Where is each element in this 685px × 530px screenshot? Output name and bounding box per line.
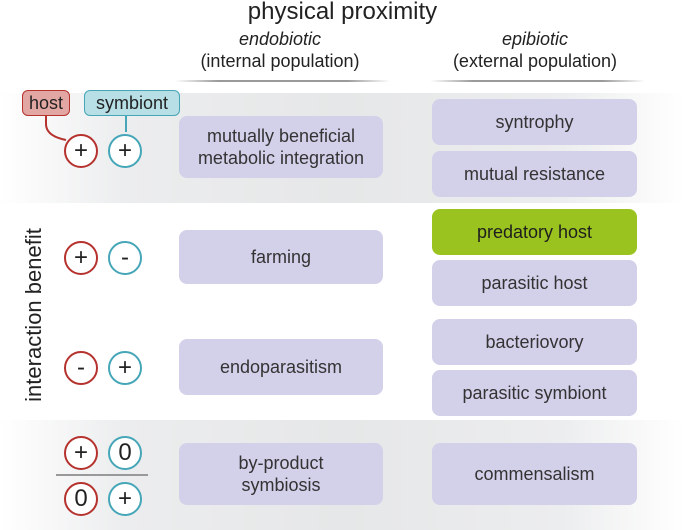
row1-symbiont-sign: + <box>108 134 142 168</box>
row4-top-symbiont-sign: 0 <box>108 436 142 470</box>
epi-box-label: mutual resistance <box>463 164 606 184</box>
epi-box-label: syntrophy <box>495 112 574 132</box>
endo-box-mutually-beneficial: mutually beneficial metabolic integratio… <box>179 116 383 178</box>
epibiotic-subtitle: (external population) <box>452 51 618 71</box>
host-legend-tag: host <box>22 90 70 116</box>
epibiotic-divider <box>430 80 645 82</box>
epi-box-label: commensalism <box>474 464 595 484</box>
epi-box-parasitic-host: parasitic host <box>432 260 637 306</box>
row2-host-sign: + <box>64 241 98 275</box>
epi-box-commensalism: commensalism <box>432 443 637 505</box>
symbiont-legend-tag: symbiont <box>84 90 180 116</box>
row4-bottom-host-sign: 0 <box>64 482 98 516</box>
epi-box-predatory-host: predatory host <box>432 209 637 255</box>
row4-bottom-symbiont-sign: + <box>108 482 142 516</box>
column-header-epibiotic: epibiotic (external population) <box>425 28 645 72</box>
epi-box-label: predatory host <box>476 222 593 242</box>
endo-box-label: farming <box>250 247 312 267</box>
epibiotic-title: epibiotic <box>501 29 569 49</box>
endobiotic-subtitle: (internal population) <box>200 51 360 71</box>
epi-box-mutual-resistance: mutual resistance <box>432 151 637 197</box>
epi-box-label: parasitic host <box>481 273 588 293</box>
endo-box-endoparasitism: endoparasitism <box>179 339 383 395</box>
epi-box-syntrophy: syntrophy <box>432 99 637 145</box>
endobiotic-divider <box>175 80 390 82</box>
endobiotic-title: endobiotic <box>238 29 322 49</box>
column-header-endobiotic: endobiotic (internal population) <box>170 28 390 72</box>
endo-box-farming: farming <box>179 230 383 284</box>
endo-box-label: by-product symbiosis <box>238 453 324 495</box>
endo-box-label: mutually beneficial metabolic integratio… <box>197 126 365 168</box>
endo-box-by-product-symbiosis: by-product symbiosis <box>179 443 383 505</box>
row2-symbiont-sign: - <box>108 241 142 275</box>
row1-host-sign: + <box>64 134 98 168</box>
fraction-divider <box>56 474 148 476</box>
row3-host-sign: - <box>64 351 98 385</box>
row3-symbiont-sign: + <box>108 351 142 385</box>
epi-box-bacteriovory: bacteriovory <box>432 319 637 365</box>
epi-box-parasitic-symbiont: parasitic symbiont <box>432 370 637 416</box>
diagram-title: physical proximity <box>247 0 438 25</box>
endo-box-label: endoparasitism <box>219 357 343 377</box>
epi-box-label: parasitic symbiont <box>462 383 607 403</box>
epi-box-label: bacteriovory <box>485 332 584 352</box>
row4-top-host-sign: + <box>64 436 98 470</box>
